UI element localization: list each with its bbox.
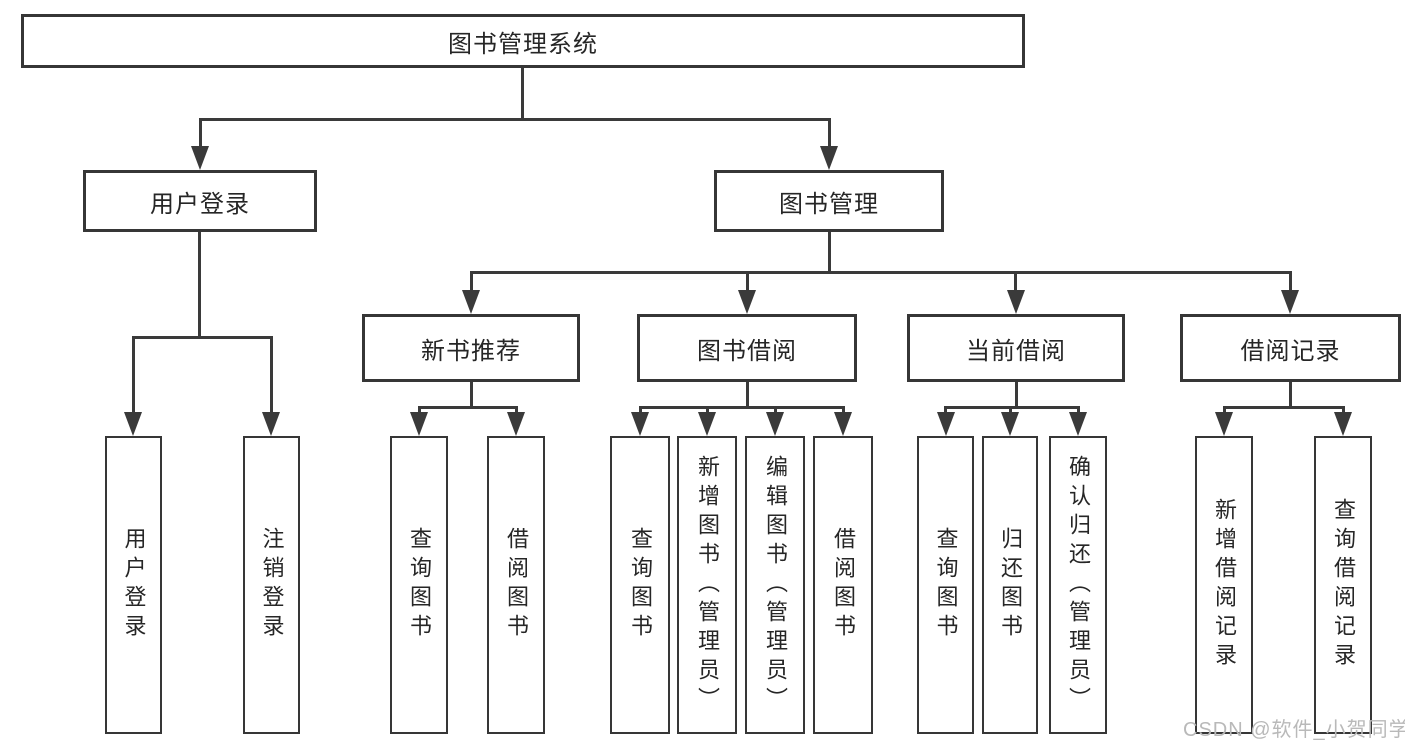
node-book-management-label: 图书管理 — [779, 190, 879, 218]
node-root-system: 图书管理系统 — [21, 14, 1025, 68]
connector-line — [199, 118, 831, 121]
node-book-management: 图书管理 — [714, 170, 944, 232]
leaf-confirm-return-admin-label: 确认归还（管理员） — [1066, 454, 1091, 716]
connector-line — [746, 382, 749, 409]
connector-line — [418, 406, 518, 409]
leaf-return-books-label: 归还图书 — [998, 527, 1023, 643]
leaf-edit-books-admin-label: 编辑图书（管理员） — [763, 454, 788, 716]
leaf-logout: 注销登录 — [243, 436, 300, 734]
arrowhead-down-icon — [1007, 290, 1025, 314]
connector-line — [828, 118, 831, 152]
arrowhead-down-icon — [834, 412, 852, 436]
arrowhead-down-icon — [698, 412, 716, 436]
node-borrowing-records: 借阅记录 — [1180, 314, 1401, 382]
connector-line — [132, 336, 273, 339]
leaf-query-borrow-record: 查询借阅记录 — [1314, 436, 1372, 734]
connector-line — [1289, 382, 1292, 409]
connector-line — [198, 232, 201, 339]
leaf-borrow-books-2: 借阅图书 — [813, 436, 873, 734]
arrowhead-down-icon — [1334, 412, 1352, 436]
connector-line — [132, 336, 135, 420]
leaf-edit-books-admin: 编辑图书（管理员） — [745, 436, 805, 734]
connector-line — [270, 336, 273, 420]
arrowhead-down-icon — [507, 412, 525, 436]
leaf-borrow-books-1: 借阅图书 — [487, 436, 545, 734]
arrowhead-down-icon — [766, 412, 784, 436]
leaf-return-books: 归还图书 — [982, 436, 1038, 734]
arrowhead-down-icon — [937, 412, 955, 436]
arrowhead-down-icon — [1069, 412, 1087, 436]
leaf-add-borrow-record: 新增借阅记录 — [1195, 436, 1253, 734]
connector-line — [1014, 271, 1017, 295]
arrowhead-down-icon — [191, 146, 209, 170]
connector-line — [1223, 406, 1344, 409]
arrowhead-down-icon — [410, 412, 428, 436]
arrowhead-down-icon — [1215, 412, 1233, 436]
connector-line — [199, 118, 202, 152]
leaf-logout-label: 注销登录 — [259, 527, 285, 643]
arrowhead-down-icon — [820, 146, 838, 170]
arrowhead-down-icon — [462, 290, 480, 314]
leaf-add-books-admin-label: 新增图书（管理员） — [695, 454, 720, 716]
leaf-borrow-books-1-label: 借阅图书 — [504, 527, 529, 643]
connector-line — [639, 406, 845, 409]
leaf-query-books-3-label: 查询图书 — [933, 527, 959, 643]
leaf-add-borrow-record-label: 新增借阅记录 — [1212, 498, 1237, 672]
arrowhead-down-icon — [124, 412, 142, 436]
leaf-query-books-3: 查询图书 — [917, 436, 974, 734]
node-book-borrowing-label: 图书借阅 — [697, 337, 797, 365]
connector-line — [470, 382, 473, 409]
node-new-book-recommend: 新书推荐 — [362, 314, 580, 382]
arrowhead-down-icon — [631, 412, 649, 436]
connector-line — [521, 68, 524, 121]
leaf-query-books-1-label: 查询图书 — [407, 527, 432, 643]
leaf-confirm-return-admin: 确认归还（管理员） — [1049, 436, 1107, 734]
leaf-user-login: 用户登录 — [105, 436, 162, 734]
connector-line — [1289, 271, 1292, 295]
leaf-query-books-2-label: 查询图书 — [628, 527, 653, 643]
node-user-login-label: 用户登录 — [150, 190, 250, 218]
arrowhead-down-icon — [738, 290, 756, 314]
connector-line — [470, 271, 1292, 274]
csdn-watermark: CSDN @软件_小贺同学 — [1183, 719, 1405, 741]
arrowhead-down-icon — [1281, 290, 1299, 314]
node-user-login: 用户登录 — [83, 170, 317, 232]
arrowhead-down-icon — [1001, 412, 1019, 436]
connector-line — [828, 232, 831, 274]
leaf-borrow-books-2-label: 借阅图书 — [831, 527, 856, 643]
connector-line — [746, 271, 749, 295]
leaf-query-books-2: 查询图书 — [610, 436, 670, 734]
arrowhead-down-icon — [262, 412, 280, 436]
node-new-book-recommend-label: 新书推荐 — [421, 337, 521, 365]
node-book-borrowing: 图书借阅 — [637, 314, 857, 382]
connector-line — [1015, 382, 1018, 409]
node-root-label: 图书管理系统 — [448, 30, 598, 58]
leaf-user-login-label: 用户登录 — [121, 527, 147, 643]
node-current-borrowing: 当前借阅 — [907, 314, 1125, 382]
leaf-query-borrow-record-label: 查询借阅记录 — [1331, 498, 1356, 672]
leaf-add-books-admin: 新增图书（管理员） — [677, 436, 737, 734]
node-current-borrowing-label: 当前借阅 — [966, 337, 1066, 365]
leaf-query-books-1: 查询图书 — [390, 436, 448, 734]
node-borrowing-records-label: 借阅记录 — [1240, 337, 1341, 365]
connector-line — [470, 271, 473, 295]
